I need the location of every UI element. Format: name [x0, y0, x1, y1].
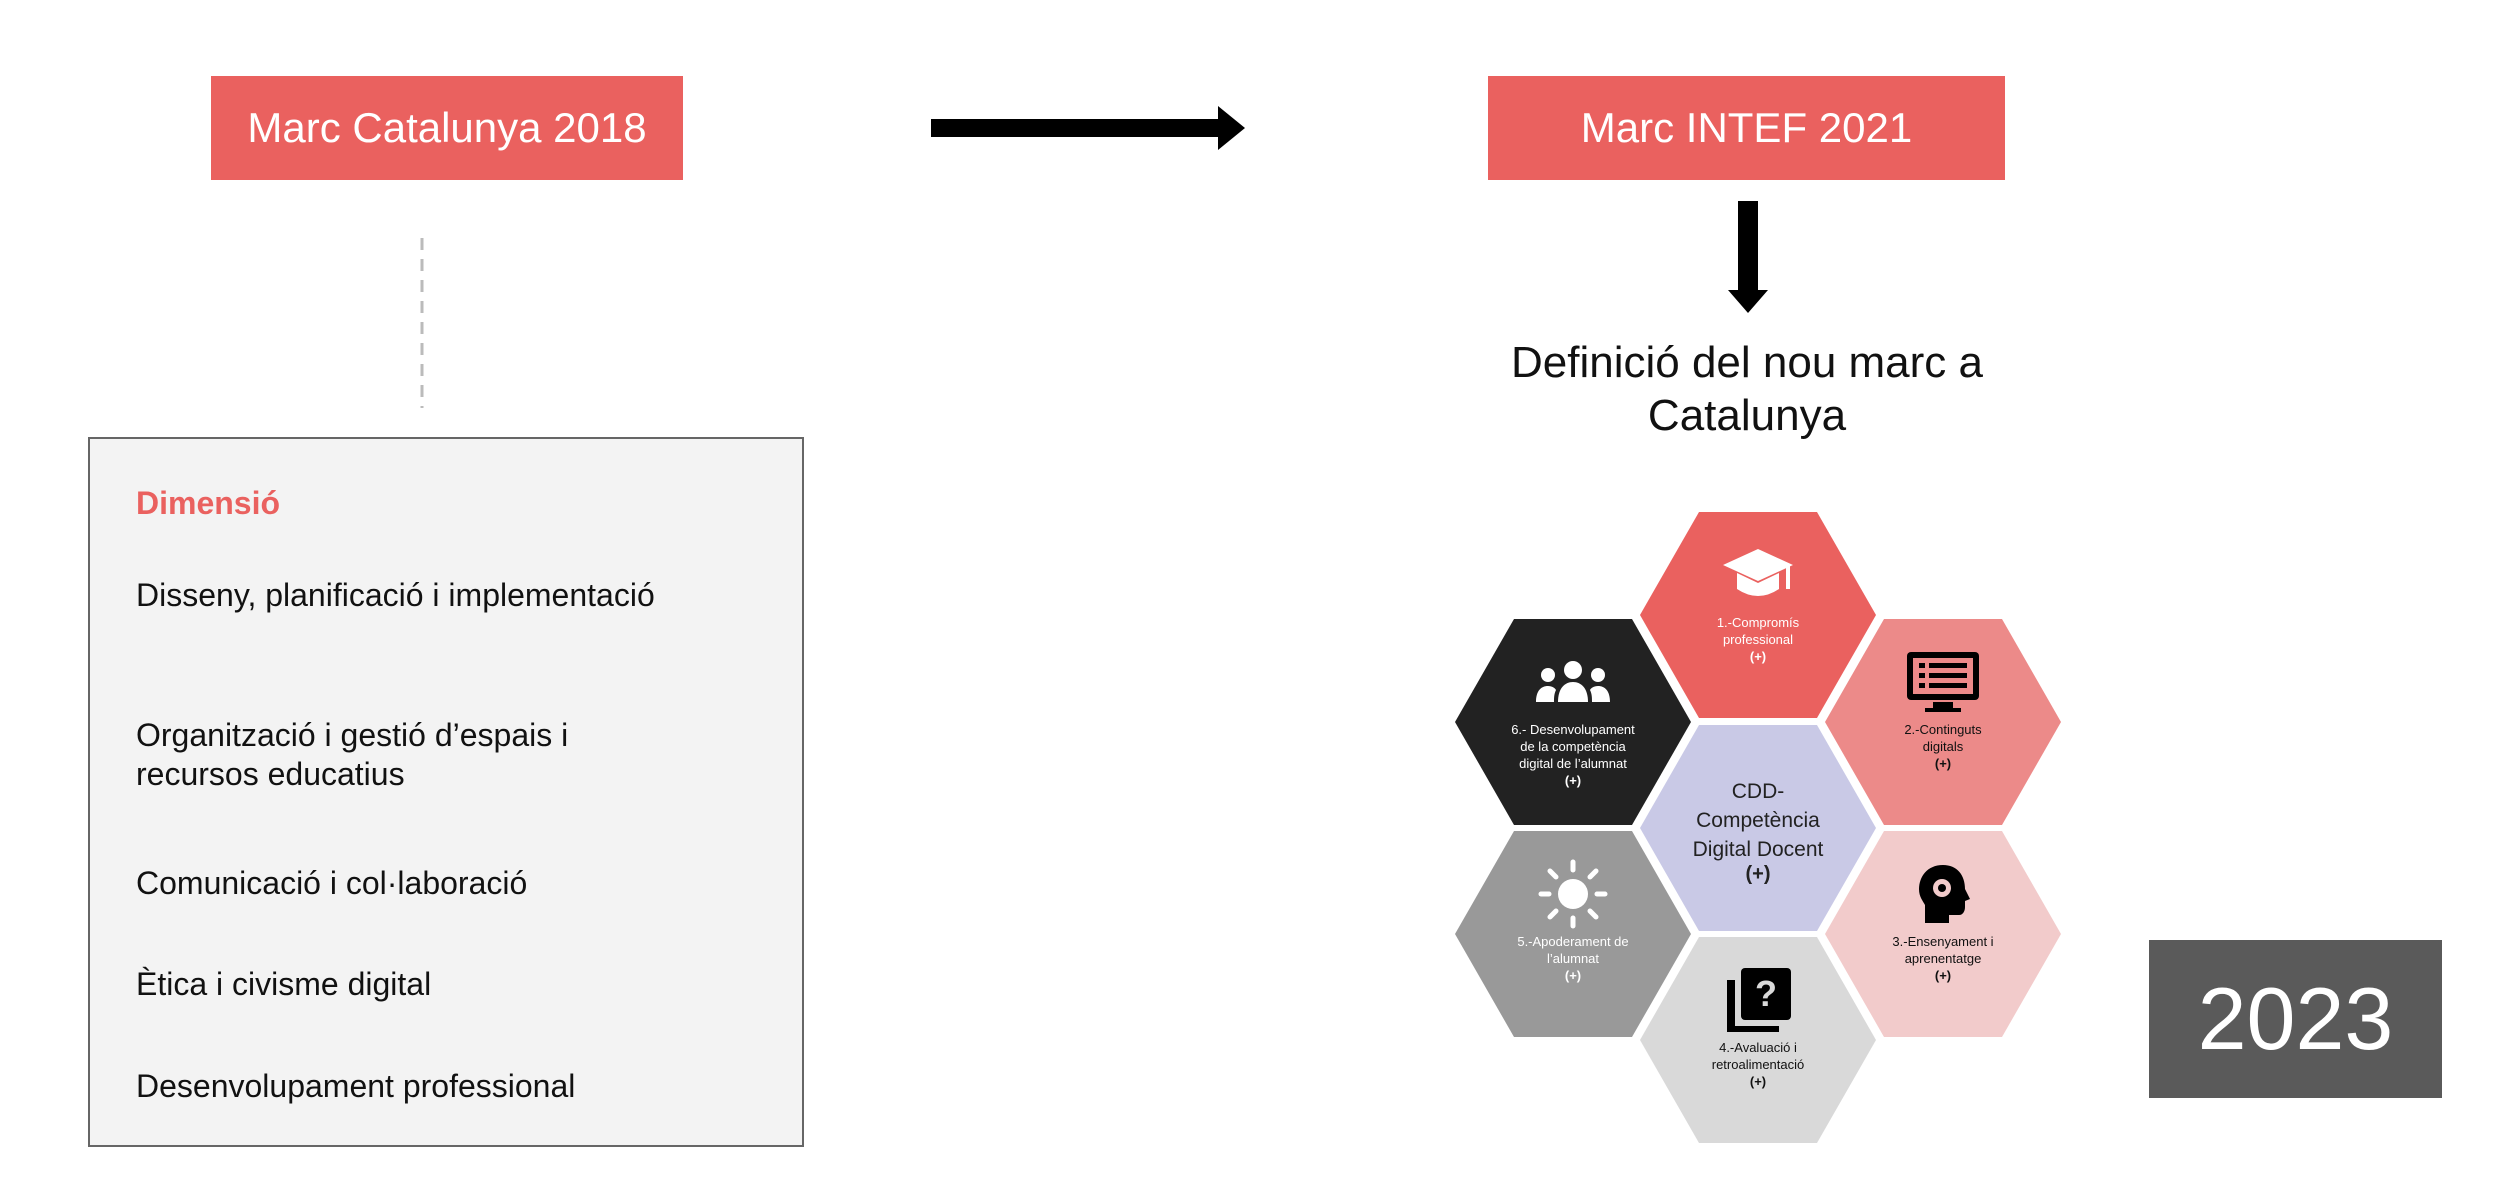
hex-label: 2.-Continguts digitals [1904, 722, 1982, 754]
hex-plus: (+) [1749, 649, 1767, 664]
hex-label: 1.-Compromís professional [1716, 615, 1800, 647]
down-arrow [1728, 201, 1768, 313]
graduation-cap-icon [1721, 540, 1795, 610]
framework-2021-box: Marc INTEF 2021 [1488, 76, 2005, 180]
dimension-item: Disseny, planificació i implementació [136, 577, 655, 613]
hex-center-plus: (+) [1745, 863, 1771, 885]
framework-2018-box: Marc Catalunya 2018 [211, 76, 683, 180]
group-icon [1532, 647, 1614, 717]
hex-center: CDD- Competència Digital Docent (+) [1640, 725, 1876, 931]
head-gear-icon [1913, 859, 1973, 929]
hex-plus: (+) [1564, 968, 1582, 983]
hex-label: 5.-Apoderament de l’alumnat [1517, 934, 1629, 966]
hex-area-6: 6.- Desenvolupament de la competència di… [1455, 619, 1691, 825]
right-arrow [931, 106, 1245, 150]
hex-label: 4.-Avaluació i retroalimentació [1711, 1040, 1805, 1072]
hex-area-4: ? 4.-Avaluació i retroalimentació (+) [1640, 937, 1876, 1143]
hex-center-label: CDD- Competència Digital Docent [1692, 780, 1824, 861]
monitor-list-icon [1905, 647, 1981, 717]
hex-plus: (+) [1934, 756, 1952, 771]
sun-icon [1537, 859, 1609, 929]
question-cards-icon: ? [1723, 965, 1793, 1035]
dimension-item: Ètica i civisme digital [136, 966, 432, 1002]
hex-plus: (+) [1564, 773, 1582, 788]
hex-label: 6.- Desenvolupament de la competència di… [1511, 722, 1635, 771]
new-framework-title: Definició del nou marc a Catalunya [1510, 338, 1983, 440]
dimension-item: Desenvolupament professional [136, 1068, 576, 1104]
hex-area-1: 1.-Compromís professional (+) [1640, 512, 1876, 718]
hex-area-5: 5.-Apoderament de l’alumnat (+) [1455, 831, 1691, 1037]
hex-area-3: 3.-Ensenyament i aprenentatge (+) [1825, 831, 2061, 1037]
hex-plus: (+) [1934, 968, 1952, 983]
year-badge: 2023 [2149, 940, 2442, 1098]
dimension-item: Comunicació i col·laboració [136, 865, 528, 901]
dimension-panel: Dimensió Disseny, planificació i impleme… [88, 437, 804, 1147]
dimension-item: Organització i gestió d’espais i recurso… [136, 717, 569, 792]
svg-text:?: ? [1755, 973, 1777, 1014]
hex-plus: (+) [1749, 1074, 1767, 1089]
dimension-heading: Dimensió [136, 485, 281, 521]
hex-label: 3.-Ensenyament i aprenentatge [1892, 934, 1994, 966]
hex-area-2: 2.-Continguts digitals (+) [1825, 619, 2061, 825]
